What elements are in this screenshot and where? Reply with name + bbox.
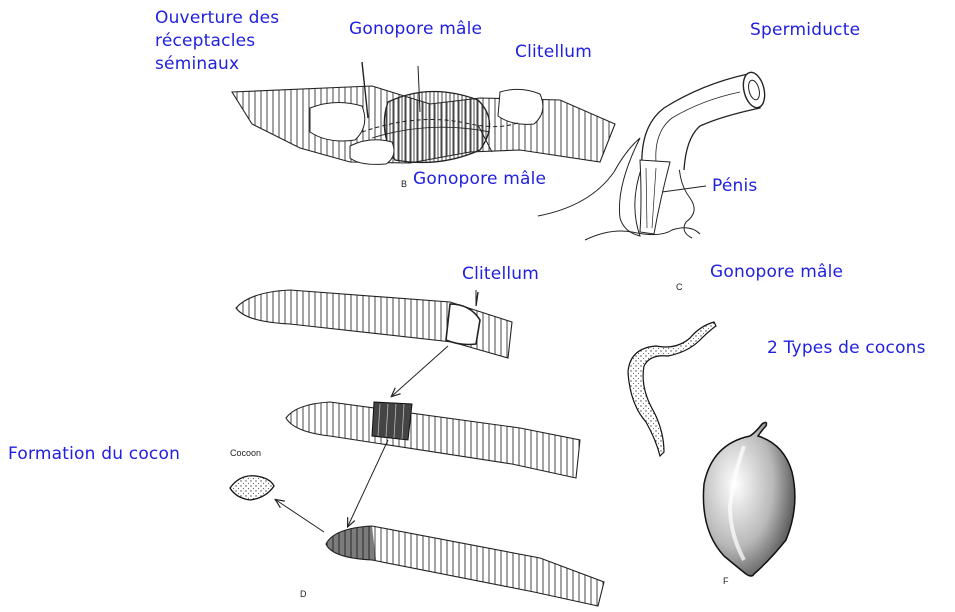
worm-2 <box>286 402 580 478</box>
label-clitellum-top: Clitellum <box>515 42 592 63</box>
label-ouverture-line3: séminaux <box>155 54 239 75</box>
panel-d-cocoon-formation <box>230 290 604 606</box>
label-ouverture-line1: Ouverture des <box>155 8 279 29</box>
label-gonopore-male-c: Gonopore mâle <box>710 262 843 283</box>
worm-3 <box>326 526 604 606</box>
arrow-worm-2-to-3 <box>348 440 388 526</box>
label-formation-cocon: Formation du cocon <box>8 444 180 465</box>
cocoon-type-oval <box>703 422 794 576</box>
panel-letter-f: F <box>723 576 729 586</box>
panel-letter-b: B <box>401 179 407 189</box>
label-gonopore-male-top: Gonopore mâle <box>349 19 482 40</box>
panel-letter-c: C <box>676 282 683 292</box>
worm-1 <box>236 290 512 358</box>
panel-c-penis <box>640 160 670 234</box>
small-cocoon <box>230 476 274 500</box>
cocoon-type-elongated <box>628 322 716 456</box>
label-cocoon: Cocoon <box>230 448 261 458</box>
panel-c-spermiduct-tube <box>642 74 760 170</box>
label-gonopore-male-b: Gonopore mâle <box>413 169 546 190</box>
panel-b-worm-segment <box>232 62 615 164</box>
arrow-to-cocoon <box>276 500 324 532</box>
label-types-cocons: 2 Types de cocons <box>767 338 926 359</box>
label-spermiducte: Spermiducte <box>750 20 860 41</box>
arrow-worm-1-to-2 <box>392 346 448 396</box>
label-clitellum-d: Clitellum <box>462 264 539 285</box>
label-penis: Pénis <box>712 176 757 197</box>
label-ouverture-line2: réceptacles <box>155 31 255 52</box>
panel-letter-d: D <box>300 589 307 599</box>
